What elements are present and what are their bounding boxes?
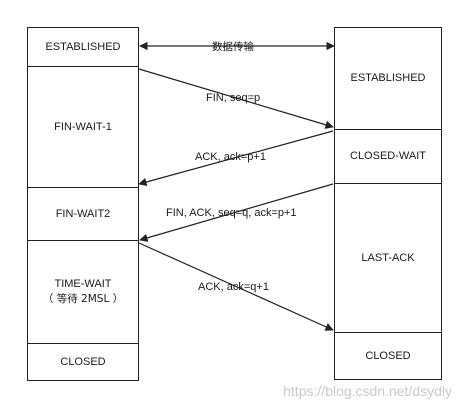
state-label: CLOSED-WAIT (350, 150, 426, 163)
message-label-fin: FIN, seq=p (206, 92, 261, 104)
final-ack-arrow (138, 242, 334, 331)
client-state-fin-wait-2: FIN-WAIT2 (27, 187, 139, 241)
message-label-final-ack: ACK, ack=q+1 (198, 281, 269, 293)
server-state-established: ESTABLISHED (334, 27, 442, 130)
state-label: TIME-WAIT (54, 278, 112, 291)
message-label-fin-ack: FIN, ACK, seq=q, ack=p+1 (166, 207, 297, 219)
client-state-closed: CLOSED (27, 343, 139, 381)
state-label: FIN-WAIT2 (55, 207, 111, 220)
state-label: ESTABLISHED (350, 72, 426, 85)
state-label: CLOSED (365, 349, 411, 362)
state-label: FIN-WAIT-1 (54, 120, 112, 133)
fin-ack-arrow (139, 183, 334, 242)
state-label: LAST-ACK (361, 251, 415, 264)
message-label-data-transfer: 数据传输 (212, 41, 254, 53)
client-state-established: ESTABLISHED (27, 27, 139, 67)
fin-arrow (138, 68, 334, 129)
state-label: ESTABLISHED (45, 40, 121, 53)
watermark: https://blog.csdn.net/dsydly (283, 383, 452, 399)
server-state-closed-wait: CLOSED-WAIT (334, 129, 442, 184)
state-sublabel: （ 等待 2MSL ） (42, 293, 124, 306)
ack-arrow (138, 130, 334, 187)
server-state-last-ack: LAST-ACK (334, 183, 442, 333)
client-state-fin-wait-1: FIN-WAIT-1 (27, 66, 139, 188)
message-label-ack: ACK, ack=p+1 (195, 151, 266, 163)
client-state-time-wait: TIME-WAIT （ 等待 2MSL ） (27, 240, 139, 344)
state-label: CLOSED (60, 355, 106, 368)
server-state-closed: CLOSED (334, 332, 442, 380)
